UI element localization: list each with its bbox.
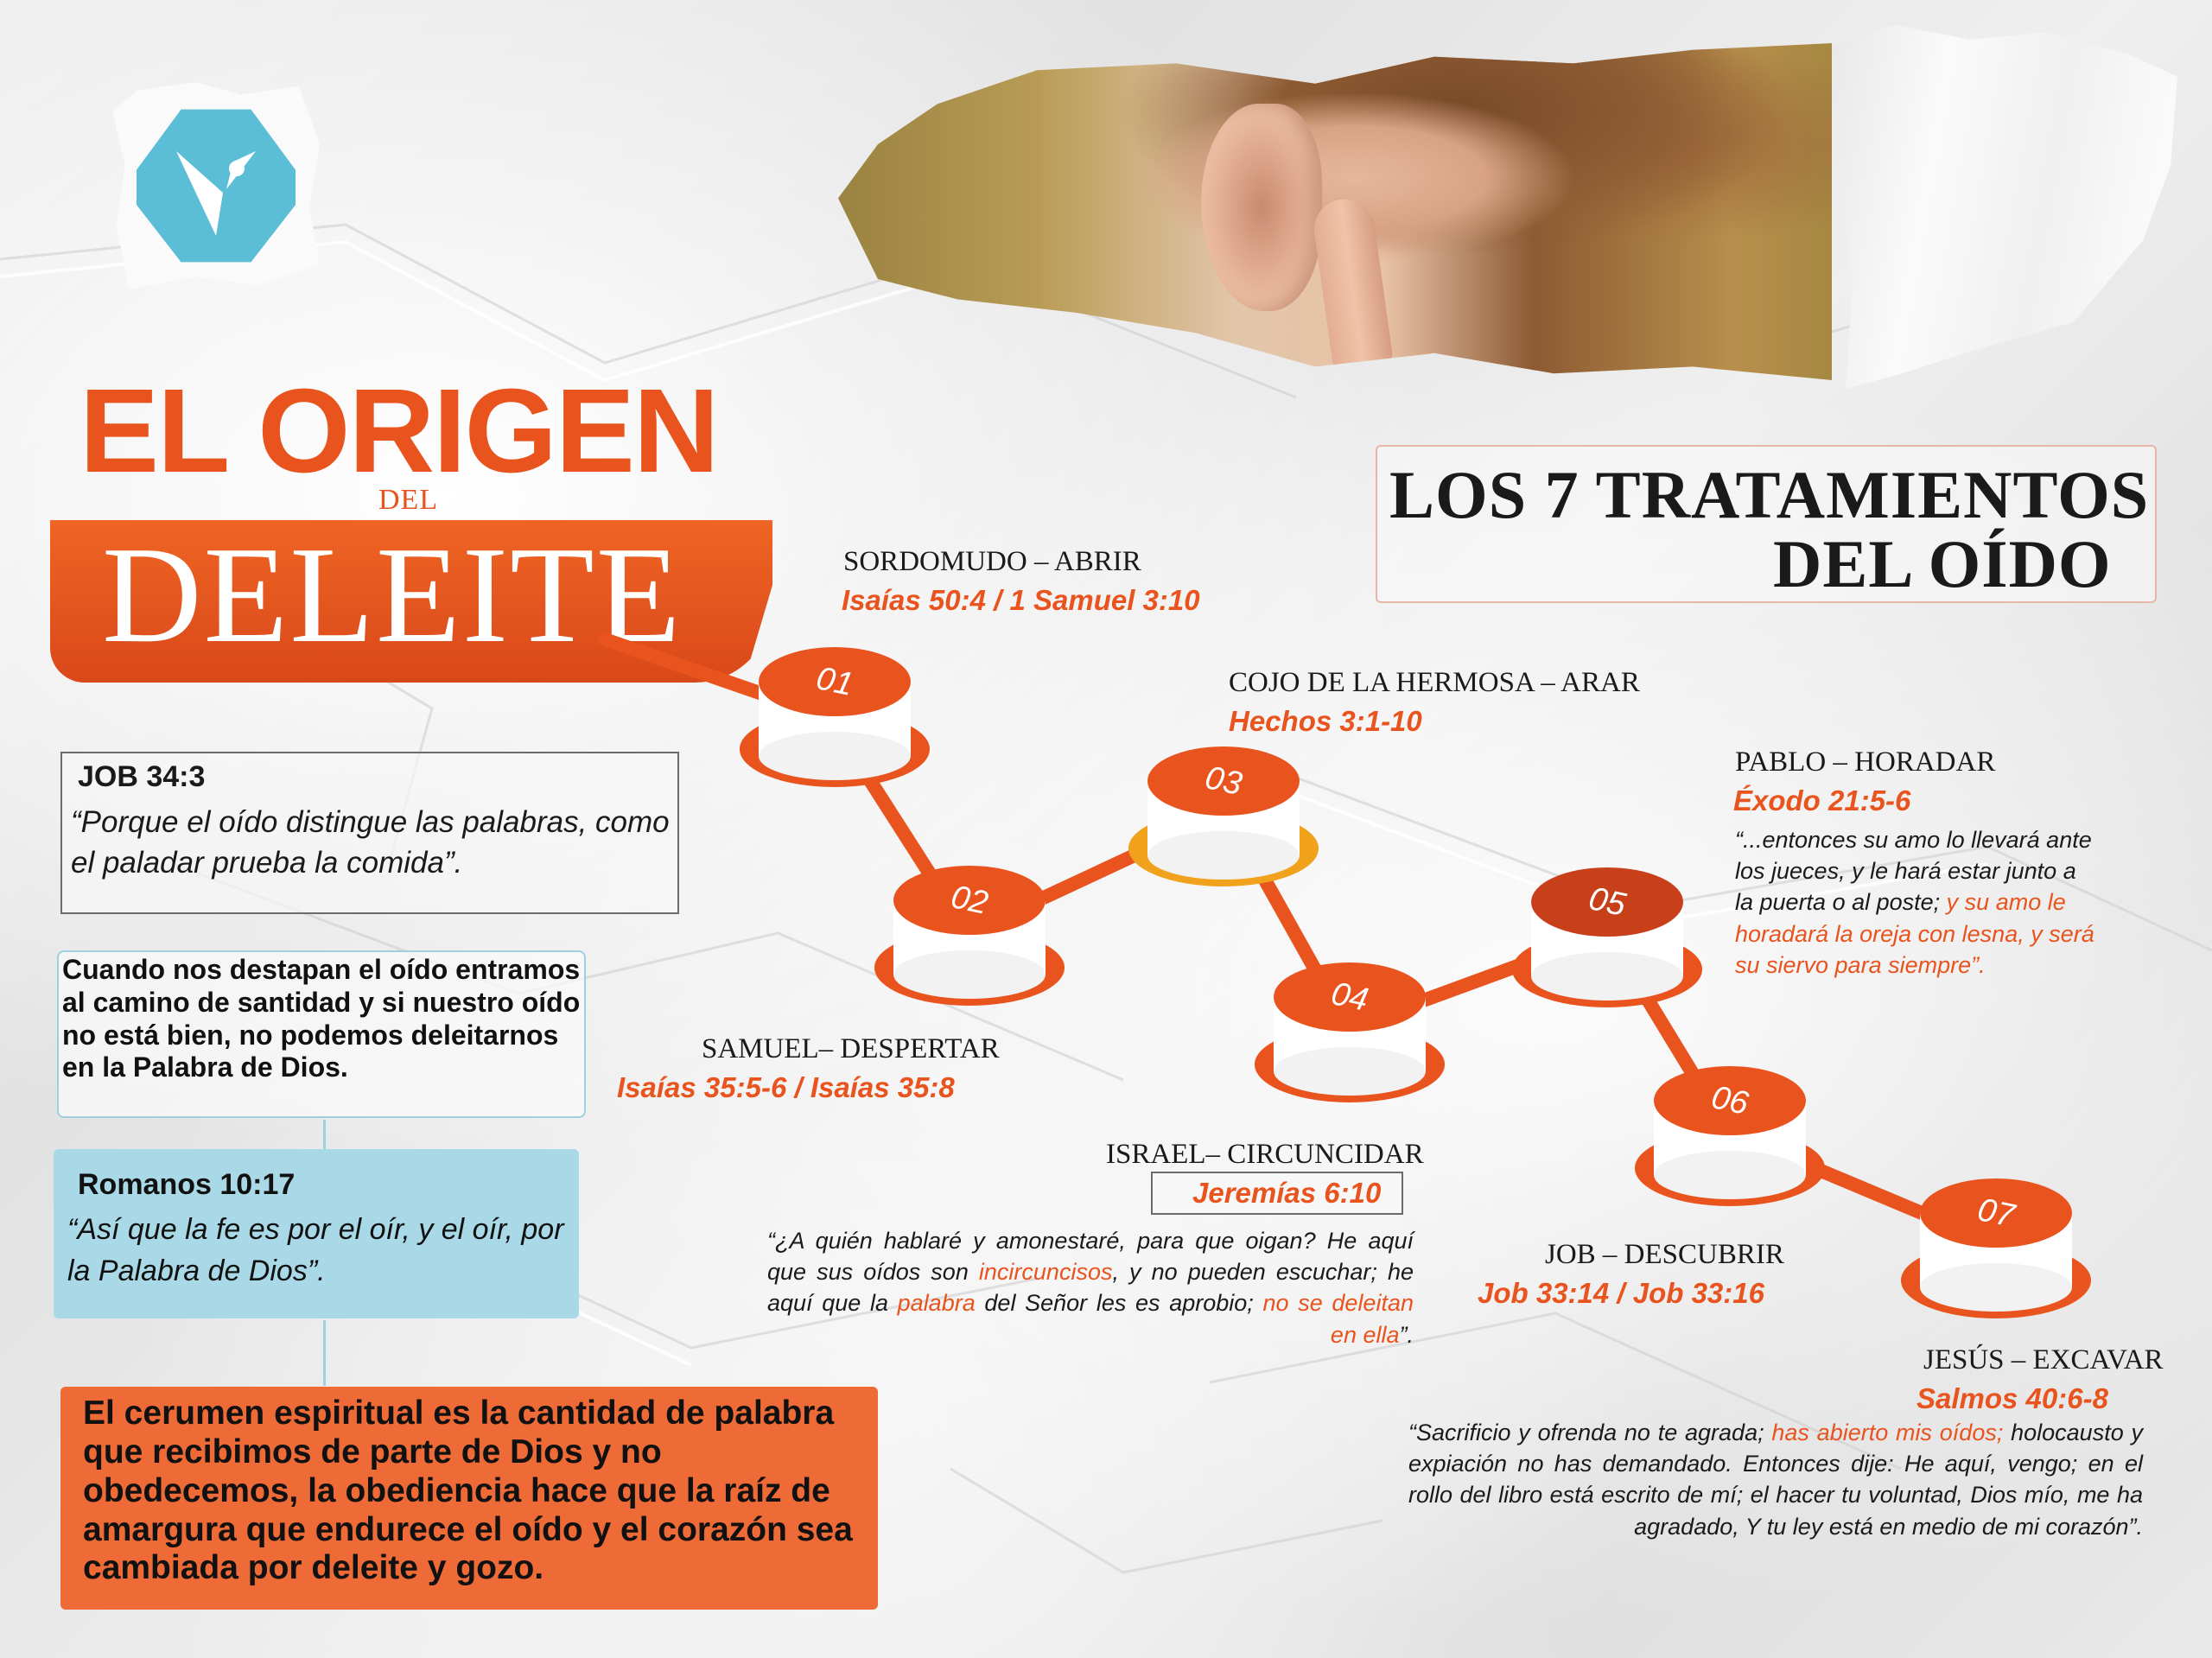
step-2-reference: Isaías 35:5-6 / Isaías 35:8 — [617, 1071, 955, 1103]
node-number: 05 — [1586, 880, 1630, 924]
node-top — [1531, 867, 1683, 937]
step-node-07: 07 — [1901, 1178, 2091, 1318]
title-connector: DEL — [378, 484, 439, 516]
node-top — [1920, 1178, 2072, 1248]
step-node-03: 03 — [1128, 746, 1319, 886]
step-4-reference-box — [1151, 1172, 1403, 1215]
node-bottom — [759, 732, 911, 780]
step-node-05: 05 — [1512, 867, 1702, 1007]
job-quote: “Porque el oído distingue las palabras, … — [71, 805, 670, 880]
title-highlight: DELEITE — [102, 518, 683, 671]
step-4-reference: Jeremías 6:10 — [1192, 1177, 1382, 1209]
subtitle-line1: LOS 7 TRATAMIENTOS — [1389, 457, 2150, 532]
connector-line — [323, 1120, 326, 1149]
subtitle-box — [1376, 445, 2157, 603]
step-1-reference: Isaías 50:4 / 1 Samuel 3:10 — [842, 584, 1200, 616]
step-node-02: 02 — [874, 866, 1065, 1006]
node-top — [1274, 962, 1426, 1032]
subtitle-line2: DEL OÍDO — [1773, 526, 2112, 601]
node-bottom — [1531, 952, 1683, 1001]
step-5-reference: Éxodo 21:5-6 — [1733, 785, 1911, 816]
step-4-title: ISRAEL– CIRCUNCIDAR — [1106, 1139, 1424, 1170]
step-7-quote: “Sacrificio y ofrenda no te agrada; has … — [1408, 1420, 2143, 1540]
title-main: EL ORIGEN — [79, 365, 720, 498]
node-bottom — [1920, 1263, 2072, 1312]
step-5-quote: “...entonces su amo lo llevará ante los … — [1735, 827, 2094, 978]
job-reference: JOB 34:3 — [78, 760, 206, 793]
node-top — [1654, 1066, 1806, 1135]
step-7-title: JESÚS – EXCAVAR — [1923, 1344, 2164, 1375]
node-top — [759, 647, 911, 716]
santidad-box — [57, 950, 586, 1118]
step-node-01: 01 — [740, 647, 930, 787]
node-number: 02 — [948, 879, 991, 922]
node-bottom — [893, 950, 1046, 999]
node-number: 01 — [813, 660, 856, 703]
step-7-reference: Salmos 40:6-8 — [1916, 1382, 2108, 1414]
node-bottom — [1147, 831, 1300, 880]
job-quote-box — [60, 752, 679, 914]
cerumen-box — [60, 1387, 878, 1610]
romanos-box — [54, 1149, 579, 1318]
logo-badge — [112, 82, 320, 289]
step-1-title: SORDOMUDO – ABRIR — [843, 546, 1141, 577]
romanos-reference: Romanos 10:17 — [78, 1168, 296, 1201]
step-node-04: 04 — [1255, 962, 1445, 1102]
node-number: 04 — [1328, 975, 1371, 1019]
node-bottom — [1654, 1151, 1806, 1199]
node-bottom — [1274, 1047, 1426, 1096]
cerumen-text: El cerumen espiritual es la cantidad de … — [83, 1394, 853, 1587]
step-3-reference: Hechos 3:1-10 — [1229, 705, 1422, 737]
connector-line — [323, 1320, 326, 1386]
step-6-title: JOB – DESCUBRIR — [1545, 1239, 1784, 1270]
step-node-06: 06 — [1635, 1066, 1825, 1206]
santidad-text: Cuando nos destapan el oído entramos al … — [62, 954, 581, 1083]
torn-photo-ear — [830, 17, 2177, 389]
step-3-title: COJO DE LA HERMOSA – ARAR — [1229, 667, 1640, 698]
step-6-reference: Job 33:14 / Job 33:16 — [1478, 1277, 1764, 1309]
step-4-quote: “¿A quién hablaré y amonestaré, para que… — [767, 1228, 1414, 1348]
step-5-title: PABLO – HORADAR — [1735, 746, 1996, 778]
romanos-quote: “Así que la fe es por el oír, y el oír, … — [67, 1213, 564, 1287]
v-dove-logo-icon — [137, 109, 296, 263]
ear-shape — [1201, 104, 1322, 311]
node-number: 03 — [1202, 759, 1245, 803]
step-2-title: SAMUEL– DESPERTAR — [702, 1033, 1000, 1064]
node-number: 06 — [1708, 1079, 1752, 1122]
node-top — [1147, 746, 1300, 816]
node-top — [893, 866, 1046, 935]
